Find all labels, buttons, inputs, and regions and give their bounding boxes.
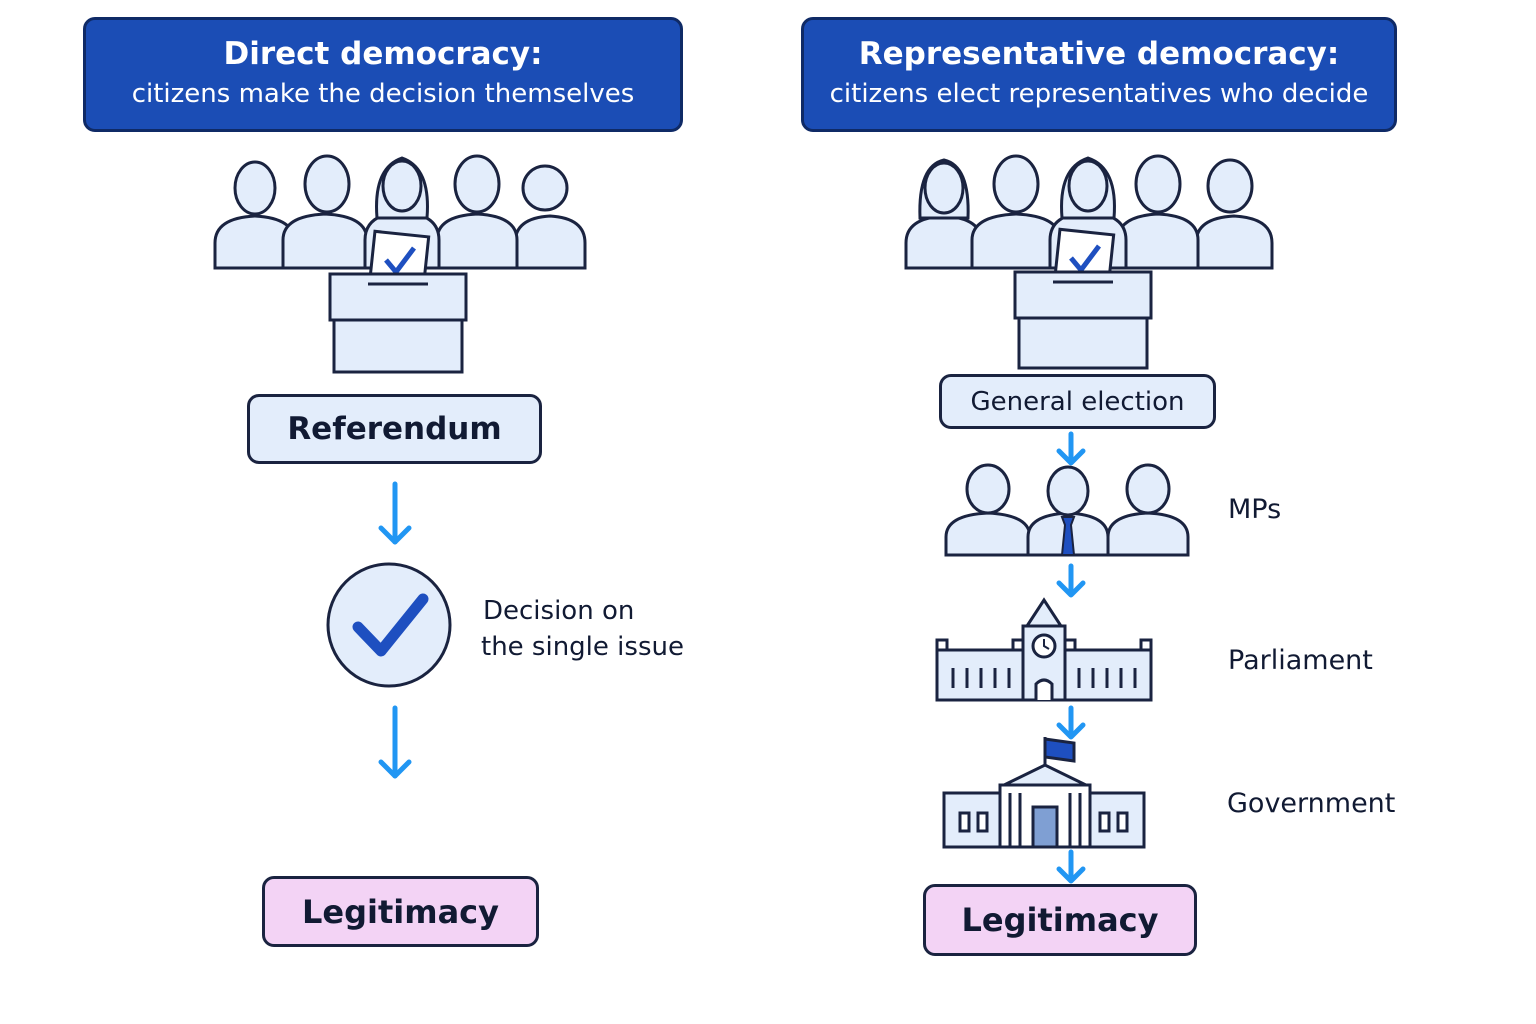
- down-arrow-icon: [378, 481, 412, 545]
- down-arrow-icon: [1056, 563, 1086, 598]
- referendum-box: Referendum: [247, 394, 542, 464]
- general-election-box: General election: [939, 374, 1216, 429]
- legitimacy-box-left: Legitimacy: [262, 876, 539, 947]
- legitimacy-box-right: Legitimacy: [923, 884, 1197, 956]
- down-arrow-icon: [1056, 705, 1086, 740]
- legitimacy-label-right: Legitimacy: [961, 901, 1159, 939]
- general-election-label: General election: [970, 386, 1185, 417]
- representative-democracy-subtitle: citizens elect representatives who decid…: [829, 79, 1369, 109]
- representative-democracy-header: Representative democracy: citizens elect…: [801, 17, 1397, 132]
- government-icon: [942, 737, 1146, 849]
- ballot-box-icon: [328, 229, 468, 374]
- decision-label-line1: Decision on: [483, 596, 635, 626]
- parliament-icon: [935, 597, 1153, 702]
- down-arrow-icon: [378, 705, 412, 779]
- down-arrow-icon: [1056, 431, 1086, 466]
- referendum-label: Referendum: [287, 411, 502, 447]
- direct-democracy-title: Direct democracy:: [223, 36, 543, 72]
- government-label: Government: [1227, 788, 1396, 819]
- down-arrow-icon: [1056, 849, 1086, 884]
- citizens-group-icon: [904, 154, 1274, 270]
- direct-democracy-header: Direct democracy: citizens make the deci…: [83, 17, 683, 132]
- ballot-box-icon: [1013, 227, 1153, 370]
- direct-democracy-subtitle: citizens make the decision themselves: [131, 79, 635, 109]
- representative-democracy-title: Representative democracy:: [858, 36, 1340, 72]
- parliament-label: Parliament: [1228, 645, 1373, 676]
- decision-label-line2: the single issue: [481, 632, 684, 662]
- decision-check-icon: [326, 562, 452, 688]
- mps-icon: [944, 463, 1190, 557]
- legitimacy-label-left: Legitimacy: [302, 892, 499, 931]
- mps-label: MPs: [1228, 494, 1282, 525]
